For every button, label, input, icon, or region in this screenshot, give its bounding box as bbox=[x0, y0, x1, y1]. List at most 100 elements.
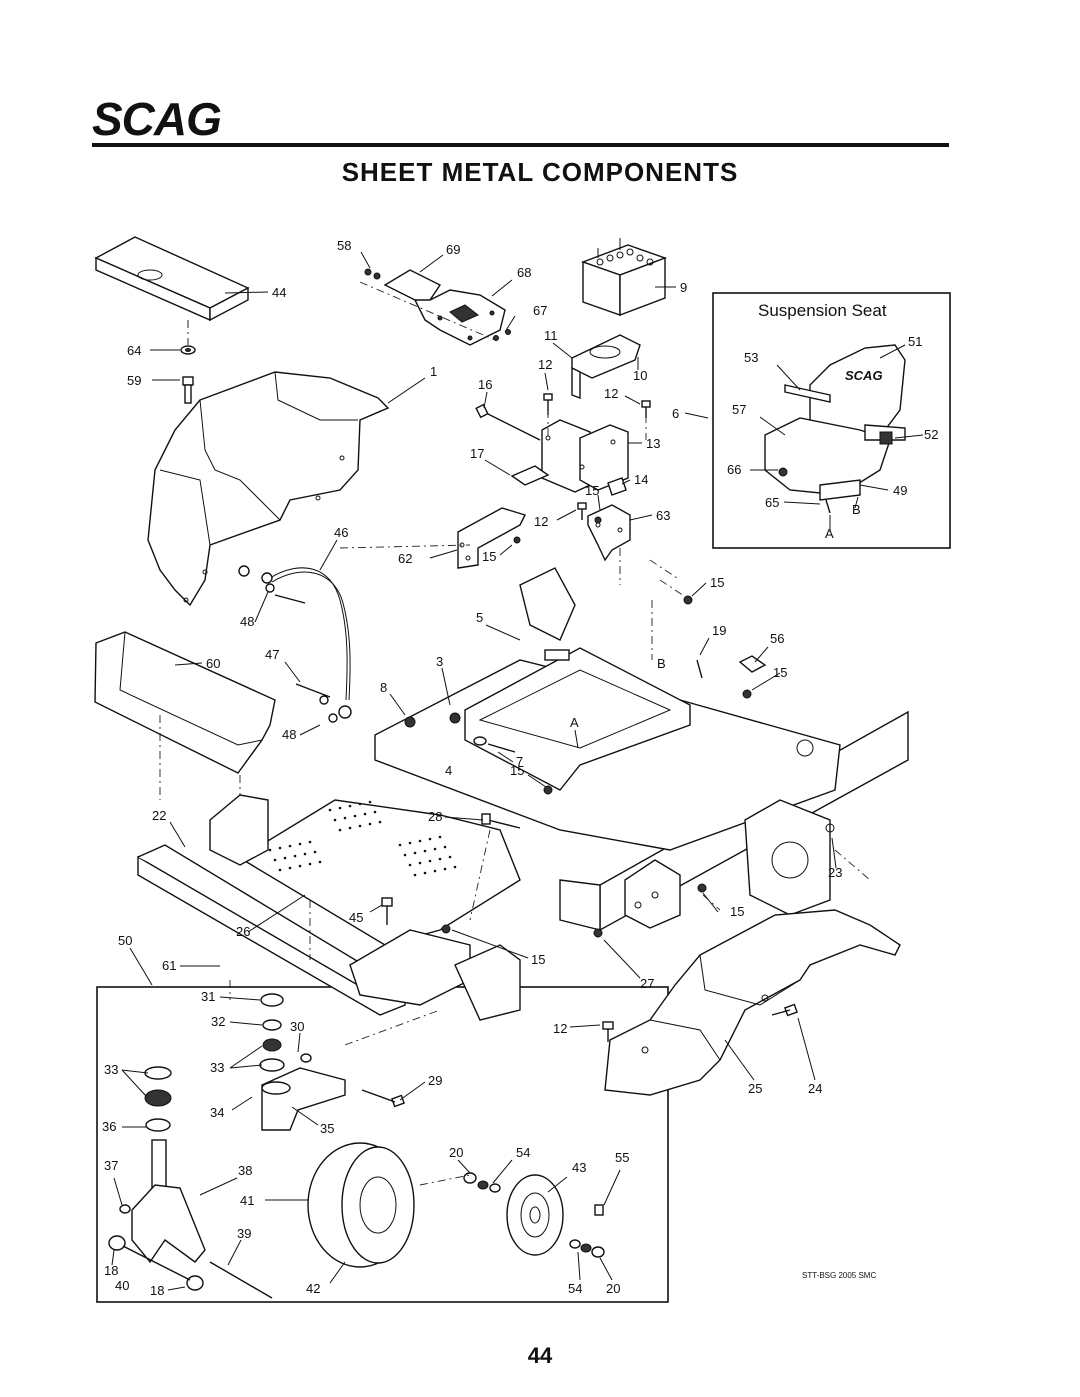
callout-47: 47 bbox=[265, 647, 279, 662]
callout-1: 1 bbox=[430, 364, 437, 379]
scag-logo: SCAG bbox=[92, 95, 232, 143]
callout-54-b: 54 bbox=[568, 1281, 582, 1296]
callout-33-b: 33 bbox=[210, 1060, 224, 1075]
callout-6: 6 bbox=[672, 406, 679, 421]
callout-40: 40 bbox=[115, 1278, 129, 1293]
callout-25: 25 bbox=[748, 1081, 762, 1096]
callout-64: 64 bbox=[127, 343, 141, 358]
callout-48-b: 48 bbox=[282, 727, 296, 742]
caster-fork-assembly bbox=[108, 993, 405, 1299]
callout-63: 63 bbox=[656, 508, 670, 523]
assembly-lines bbox=[187, 281, 871, 1186]
callout-23: 23 bbox=[828, 865, 842, 880]
callout-4: 4 bbox=[445, 763, 452, 778]
floor-plate-treads bbox=[268, 800, 457, 877]
callout-38: 38 bbox=[238, 1163, 252, 1178]
callout-30: 30 bbox=[290, 1019, 304, 1034]
callout-9: 9 bbox=[680, 280, 687, 295]
control-cable bbox=[238, 565, 352, 723]
callout-12-d: 12 bbox=[553, 1021, 567, 1036]
callout-31: 31 bbox=[201, 989, 215, 1004]
seat-callout-A: A bbox=[825, 526, 834, 541]
callout-5: 5 bbox=[476, 610, 483, 625]
right-fender bbox=[602, 909, 901, 1096]
callout-32: 32 bbox=[211, 1014, 225, 1029]
callout-39: 39 bbox=[237, 1226, 251, 1241]
callout-15-g: 15 bbox=[531, 952, 545, 967]
callout-7: 7 bbox=[516, 754, 523, 769]
callout-18-a: 18 bbox=[104, 1263, 118, 1278]
callout-56: 56 bbox=[770, 631, 784, 646]
seat-callout-B: B bbox=[852, 502, 861, 517]
callout-59: 59 bbox=[127, 373, 141, 388]
callout-34: 34 bbox=[210, 1105, 224, 1120]
callout-12-a: 12 bbox=[538, 357, 552, 372]
seat-callout-53: 53 bbox=[744, 350, 758, 365]
callout-15-b: 15 bbox=[482, 549, 496, 564]
callout-20-b: 20 bbox=[606, 1281, 620, 1296]
frame-hardware bbox=[381, 595, 767, 938]
callout-10: 10 bbox=[633, 368, 647, 383]
callout-42: 42 bbox=[306, 1281, 320, 1296]
callout-3: 3 bbox=[436, 654, 443, 669]
callout-62: 62 bbox=[398, 551, 412, 566]
callout-15-e: 15 bbox=[510, 763, 524, 778]
callout-48-a: 48 bbox=[240, 614, 254, 629]
suspension-seat-title: Suspension Seat bbox=[758, 301, 887, 320]
callout-33-a: 33 bbox=[104, 1062, 118, 1077]
seat-callout-66: 66 bbox=[727, 462, 741, 477]
callout-8: 8 bbox=[380, 680, 387, 695]
callout-46: 46 bbox=[334, 525, 348, 540]
callout-18-b: 18 bbox=[150, 1283, 164, 1298]
seat-callout-49: 49 bbox=[893, 483, 907, 498]
floor-cover-plate bbox=[94, 236, 250, 345]
callout-12-c: 12 bbox=[534, 514, 548, 529]
callout-68: 68 bbox=[517, 265, 531, 280]
callout-15-f: 15 bbox=[730, 904, 744, 919]
callout-A: A bbox=[570, 715, 579, 730]
callout-24: 24 bbox=[808, 1081, 822, 1096]
callout-14: 14 bbox=[634, 472, 648, 487]
callout-15-a: 15 bbox=[585, 483, 599, 498]
left-fender bbox=[147, 371, 390, 607]
leader-lines bbox=[111, 251, 924, 1291]
callout-35: 35 bbox=[320, 1121, 334, 1136]
callout-67: 67 bbox=[533, 303, 547, 318]
seat-callout-65: 65 bbox=[765, 495, 779, 510]
page-number: 44 bbox=[527, 1343, 553, 1368]
side-panel bbox=[94, 631, 276, 800]
callout-B: B bbox=[657, 656, 666, 671]
callout-45: 45 bbox=[349, 910, 363, 925]
callout-27: 27 bbox=[640, 976, 654, 991]
battery-bracket-assembly bbox=[457, 334, 651, 569]
callout-43: 43 bbox=[572, 1160, 586, 1175]
seat-callout-51: 51 bbox=[908, 334, 922, 349]
callout-69: 69 bbox=[446, 242, 460, 257]
svg-text:SCAG: SCAG bbox=[845, 368, 883, 383]
main-frame bbox=[137, 567, 909, 1021]
suspension-seat-inset-box bbox=[712, 292, 951, 549]
header-rule bbox=[92, 143, 949, 147]
callout-60: 60 bbox=[206, 656, 220, 671]
callout-41: 41 bbox=[240, 1193, 254, 1208]
callout-17: 17 bbox=[470, 446, 484, 461]
callout-54-a: 54 bbox=[516, 1145, 530, 1160]
caster-wheel-inset-mask bbox=[99, 1134, 296, 1300]
callout-15-d: 15 bbox=[773, 665, 787, 680]
callout-37: 37 bbox=[104, 1158, 118, 1173]
callout-22: 22 bbox=[152, 808, 166, 823]
callout-16: 16 bbox=[478, 377, 492, 392]
reference-code: STT-BSG 2005 SMC bbox=[802, 1271, 876, 1280]
caster-wheel-assembly bbox=[307, 1142, 605, 1268]
callout-26: 26 bbox=[236, 924, 250, 939]
suspension-seat: SCAG bbox=[764, 344, 906, 514]
callout-labels: 58 69 68 9 44 67 11 64 59 1 12 16 10 12 … bbox=[102, 238, 938, 1298]
callout-13: 13 bbox=[646, 436, 660, 451]
callout-19: 19 bbox=[712, 623, 726, 638]
callout-61: 61 bbox=[162, 958, 176, 973]
callout-44: 44 bbox=[272, 285, 286, 300]
callout-58: 58 bbox=[337, 238, 351, 253]
seat-callout-52: 52 bbox=[924, 427, 938, 442]
logo-text: SCAG bbox=[92, 93, 222, 145]
